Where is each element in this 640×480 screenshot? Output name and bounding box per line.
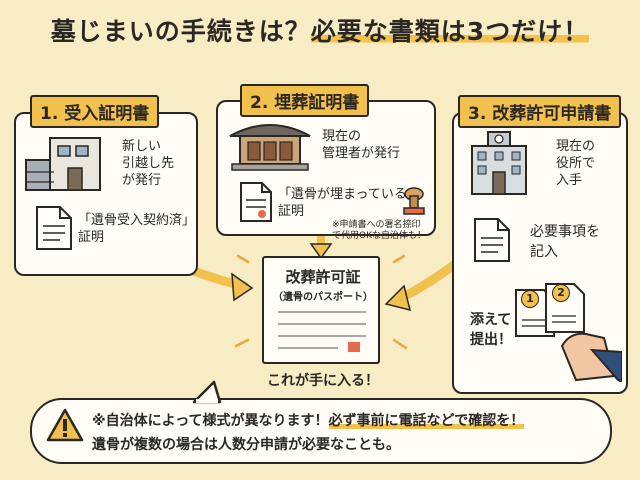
arrow-head-1	[231, 272, 254, 302]
document-icon	[240, 182, 272, 222]
note-line-1: ※自治体によって様式が異なります！必ず事前に電話などで確認を！	[92, 410, 525, 430]
arrow-head-2	[309, 243, 333, 260]
caution-note	[30, 398, 612, 464]
bubble-tail	[192, 380, 222, 404]
house-icon	[25, 137, 101, 191]
note-burial: ※申請書への署名捺印 で代用OKな自治体も！	[332, 220, 426, 241]
doc-text-application: 必要事項を 記入	[530, 224, 600, 260]
permit-subtitle: （遺骨のパスポート）	[273, 292, 373, 303]
issuer-burial: 現在の 管理者が発行	[322, 129, 401, 161]
label-burial-certificate: 2. 埋葬証明書	[240, 84, 370, 117]
title-highlight: 必要な書類は3つだけ！	[310, 17, 590, 46]
document-icon	[474, 218, 510, 262]
warning-icon	[46, 408, 84, 442]
arrow-head-3	[384, 284, 412, 312]
document-icon	[36, 206, 72, 250]
doc-text-burial: 「遺骨が埋まっている」 証明	[278, 187, 420, 219]
note-line-1a: ※自治体によって様式が異なります！	[92, 413, 329, 429]
issuer-receipt: 新しい 引越し先 が発行	[122, 139, 175, 188]
permit-lines	[278, 311, 366, 352]
permit-document: 改葬許可証 （遺骨のパスポート）	[262, 256, 380, 364]
label-receipt-certificate: 1. 受入証明書	[30, 95, 160, 128]
temple-icon	[229, 124, 311, 171]
doc-text-receipt: 「遺骨受入契約済」 証明	[78, 213, 196, 245]
badge-two: 2	[552, 284, 570, 302]
permit-title: 改葬許可証	[285, 268, 361, 286]
result-caption: これが手に入る！	[267, 373, 379, 389]
stamp-icon	[403, 187, 425, 215]
issuer-application: 現在の 役所で 入手	[556, 139, 596, 188]
sparkle-lines	[234, 254, 408, 350]
page-title: 墓じまいの手続きは？必要な書類は3つだけ！	[0, 12, 640, 48]
city-hall-icon	[471, 131, 527, 195]
label-application: 3. 改葬許可申請書	[458, 95, 622, 128]
badge-one: 1	[521, 290, 539, 308]
note-line-2: 遺骨が複数の場合は人数分申請が必要なことも。	[92, 437, 400, 453]
note-line-1b: 必ず事前に電話などで確認を！	[328, 413, 525, 429]
submit-text: 添えて 提出！	[470, 312, 512, 348]
title-prefix: 墓じまいの手続きは？	[50, 17, 311, 46]
